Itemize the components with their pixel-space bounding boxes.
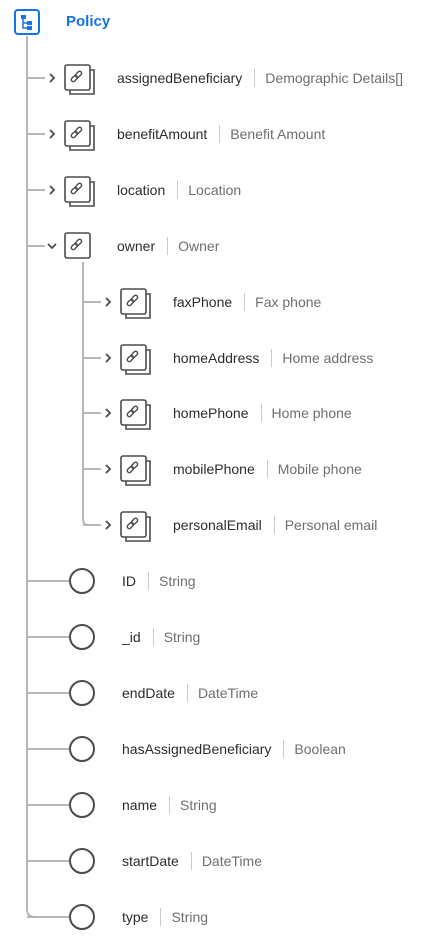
connector-line — [82, 262, 90, 526]
divider — [260, 404, 262, 422]
field-name[interactable]: homePhone — [173, 405, 249, 421]
link-object-icon — [64, 232, 94, 262]
chevron-right-icon[interactable] — [101, 406, 115, 420]
tree-row[interactable]: faxPhone Fax phone — [173, 291, 321, 313]
field-name[interactable]: benefitAmount — [117, 126, 208, 142]
divider — [219, 125, 221, 143]
tree-row[interactable]: hasAssignedBeneficiary Boolean — [122, 738, 346, 760]
divider — [271, 349, 273, 367]
field-node-icon — [69, 568, 95, 594]
divider — [148, 572, 149, 590]
field-type: String — [171, 909, 209, 925]
tree-row[interactable]: personalEmail Personal email — [173, 514, 377, 536]
field-name[interactable]: startDate — [122, 853, 179, 869]
divider — [160, 908, 162, 926]
link-object-icon — [120, 399, 151, 430]
link-object-icon — [120, 455, 151, 486]
tree-row[interactable]: assignedBeneficiary Demographic Details[] — [117, 67, 403, 89]
field-type: Location — [188, 182, 242, 198]
tree-row[interactable]: endDate DateTime — [122, 682, 258, 704]
field-type: String — [159, 573, 196, 589]
link-object-icon — [64, 64, 95, 95]
divider — [244, 293, 246, 311]
field-type: Benefit Amount — [230, 126, 326, 142]
link-object-icon — [120, 344, 151, 375]
divider — [273, 516, 275, 534]
chevron-right-icon[interactable] — [45, 71, 59, 85]
tree-row[interactable]: benefitAmount Benefit Amount — [117, 123, 325, 145]
chevron-right-icon[interactable] — [101, 351, 115, 365]
tree-row[interactable]: type String — [122, 906, 208, 928]
link-object-icon — [64, 120, 95, 151]
field-name[interactable]: ID — [122, 573, 136, 589]
schema-tree-icon[interactable] — [14, 9, 40, 35]
field-type: String — [180, 797, 217, 813]
chevron-down-icon[interactable] — [45, 239, 59, 253]
field-node-icon — [69, 792, 95, 818]
field-node-icon — [69, 624, 95, 650]
field-name[interactable]: personalEmail — [173, 517, 262, 533]
field-name[interactable]: hasAssignedBeneficiary — [122, 741, 272, 757]
tree-row[interactable]: owner Owner — [117, 235, 219, 257]
field-name[interactable]: homeAddress — [173, 350, 260, 366]
divider — [254, 69, 256, 87]
link-object-icon — [120, 288, 151, 319]
chevron-right-icon[interactable] — [101, 462, 115, 476]
field-name[interactable]: type — [122, 909, 149, 925]
field-name[interactable]: location — [117, 182, 166, 198]
divider — [266, 460, 268, 478]
link-object-icon — [120, 511, 151, 542]
tree-row[interactable]: homePhone Home phone — [173, 402, 352, 424]
tree-row[interactable]: name String — [122, 794, 217, 816]
root-label[interactable]: Policy — [66, 13, 111, 30]
connector-line — [26, 36, 36, 918]
field-node-icon — [69, 680, 95, 706]
field-name[interactable]: owner — [117, 238, 156, 254]
field-name[interactable]: assignedBeneficiary — [117, 70, 243, 86]
tree-row[interactable]: location Location — [117, 179, 241, 201]
field-type: DateTime — [201, 853, 262, 869]
link-object-icon — [64, 176, 95, 207]
divider — [169, 796, 171, 814]
field-name[interactable]: endDate — [122, 685, 175, 701]
chevron-right-icon[interactable] — [101, 518, 115, 532]
chevron-right-icon[interactable] — [45, 127, 59, 141]
tree-row[interactable]: startDate DateTime — [122, 850, 262, 872]
divider — [167, 237, 169, 255]
field-type: Owner — [178, 238, 220, 254]
field-name[interactable]: name — [122, 797, 158, 813]
field-type: Fax phone — [255, 294, 322, 310]
divider — [177, 181, 179, 199]
tree-row[interactable]: ID String — [122, 570, 196, 592]
divider — [283, 740, 285, 758]
field-type: Home phone — [271, 405, 352, 421]
field-name[interactable]: faxPhone — [173, 294, 233, 310]
chevron-right-icon[interactable] — [45, 183, 59, 197]
tree-row[interactable]: _id String — [122, 626, 200, 648]
divider — [152, 628, 154, 646]
divider — [190, 852, 192, 870]
field-name[interactable]: _id — [122, 629, 141, 645]
field-node-icon — [69, 904, 95, 930]
field-type: Personal email — [284, 517, 378, 533]
field-type: String — [163, 629, 201, 645]
tree-row[interactable]: mobilePhone Mobile phone — [173, 458, 362, 480]
chevron-right-icon[interactable] — [101, 295, 115, 309]
field-type: Home address — [282, 350, 374, 366]
divider — [186, 684, 188, 702]
field-type: DateTime — [197, 685, 259, 701]
field-type: Boolean — [294, 741, 346, 757]
field-type: Demographic Details[] — [265, 70, 404, 86]
field-type: Mobile phone — [277, 461, 362, 477]
field-node-icon — [69, 736, 95, 762]
field-name[interactable]: mobilePhone — [173, 461, 255, 477]
field-node-icon — [69, 848, 95, 874]
tree-row[interactable]: homeAddress Home address — [173, 347, 373, 369]
